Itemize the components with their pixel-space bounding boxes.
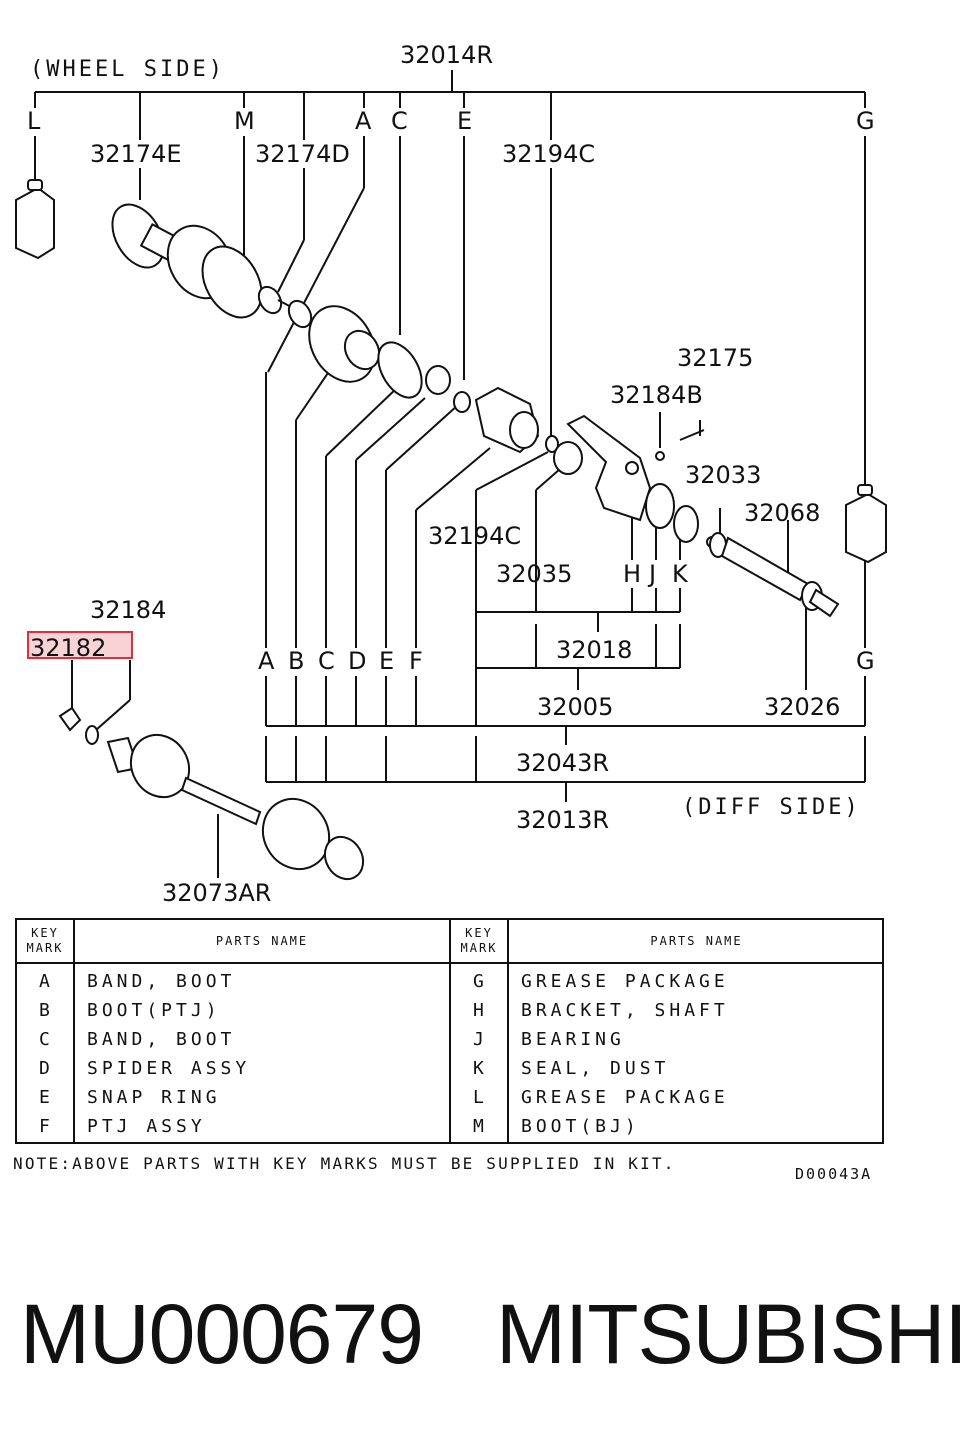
key-G-top: G (856, 107, 875, 135)
name-cell: SNAP RING (87, 1087, 221, 1108)
grease-package-G (845, 484, 887, 564)
name-cell: BAND, BOOT (87, 1029, 236, 1050)
kit-note: NOTE:ABOVE PARTS WITH KEY MARKS MUST BE … (13, 1154, 676, 1173)
key-D-bottom: D (348, 647, 366, 675)
name-cell: BAND, BOOT (87, 971, 236, 992)
header-key-mark-right: KEY MARK (460, 926, 498, 955)
drive-shaft-assy (58, 706, 365, 881)
part-32184: 32184 (90, 596, 166, 624)
part-32005: 32005 (537, 693, 613, 721)
wheel-side-label: (WHEEL SIDE) (30, 57, 225, 82)
key-cell: M (473, 1116, 488, 1137)
key-M-top: M (234, 107, 255, 135)
parts-table: KEY MARK PARTS NAME KEY MARK PARTS NAME … (15, 918, 884, 1144)
bottom-bracket (265, 369, 866, 802)
inner-boot (277, 299, 471, 413)
shaft-bracket (566, 414, 718, 548)
top-bracket (34, 70, 866, 490)
key-cell: E (39, 1087, 54, 1108)
header-parts-name-left: PARTS NAME (215, 933, 309, 948)
wheel-side-joint (111, 203, 283, 319)
part-32026: 32026 (764, 693, 840, 721)
grease-package-L (15, 179, 55, 260)
footer-brand: MITSUBISHI (496, 1287, 960, 1381)
name-cell: SEAL, DUST (521, 1058, 670, 1079)
name-cell: BOOT(PTJ) (87, 1000, 221, 1021)
key-J: J (647, 560, 656, 588)
part-32175: 32175 (677, 344, 753, 372)
key-A-top: A (355, 107, 372, 135)
part-32018: 32018 (556, 636, 632, 664)
key-G-bottom: G (856, 647, 875, 675)
key-cell: L (473, 1087, 488, 1108)
key-F-bottom: F (409, 647, 423, 675)
exploded-diagram: (WHEEL SIDE) (DIFF SIDE) 32014R L M A C … (15, 41, 887, 907)
key-cell: C (39, 1029, 54, 1050)
key-K: K (672, 560, 689, 588)
key-cell: F (39, 1116, 54, 1137)
key-E-bottom: E (379, 647, 394, 675)
part-32073AR: 32073AR (162, 879, 271, 907)
part-32033: 32033 (685, 461, 761, 489)
name-cell: BRACKET, SHAFT (521, 1000, 729, 1021)
key-C-top: C (391, 107, 408, 135)
name-cell: BEARING (521, 1029, 625, 1050)
part-32013R: 32013R (516, 806, 609, 834)
diff-side-label: (DIFF SIDE) (682, 795, 861, 820)
name-cell: GREASE PACKAGE (521, 1087, 729, 1108)
key-cell: D (39, 1058, 54, 1079)
key-cell: J (473, 1029, 488, 1050)
key-cell: H (473, 1000, 488, 1021)
diagram-code: D00043A (795, 1165, 873, 1183)
highlight-32182 (27, 631, 133, 659)
key-cell: A (39, 971, 54, 992)
part-32043R: 32043R (516, 749, 609, 777)
name-cell: BOOT(BJ) (521, 1116, 640, 1137)
part-32182: 32182 (30, 634, 106, 662)
key-cell: B (39, 1000, 54, 1021)
part-32184B: 32184B (610, 381, 703, 409)
name-cell: GREASE PACKAGE (521, 971, 729, 992)
key-C-bottom: C (318, 647, 335, 675)
key-H: H (623, 560, 641, 588)
part-32068: 32068 (744, 499, 820, 527)
name-cell: PTJ ASSY (87, 1116, 206, 1137)
part-32194C-mid: 32194C (428, 522, 521, 550)
key-cell: G (473, 971, 488, 992)
part-32014R: 32014R (400, 41, 493, 69)
name-cell: SPIDER ASSY (87, 1058, 251, 1079)
part-32194C-top: 32194C (502, 140, 595, 168)
inner-shaft (709, 532, 840, 618)
part-32174D: 32174D (255, 140, 350, 168)
key-L-top: L (27, 107, 41, 135)
ptj-housing (474, 386, 583, 475)
key-E-top: E (457, 107, 472, 135)
key-cell: K (473, 1058, 488, 1079)
part-32174E: 32174E (90, 140, 182, 168)
header-key-mark-left: KEY MARK (26, 926, 64, 955)
header-parts-name-right: PARTS NAME (650, 933, 743, 948)
part-32035: 32035 (496, 560, 572, 588)
key-A-bottom: A (258, 647, 275, 675)
footer-part-number: MU000679 (20, 1287, 424, 1381)
key-B-bottom: B (288, 647, 304, 675)
